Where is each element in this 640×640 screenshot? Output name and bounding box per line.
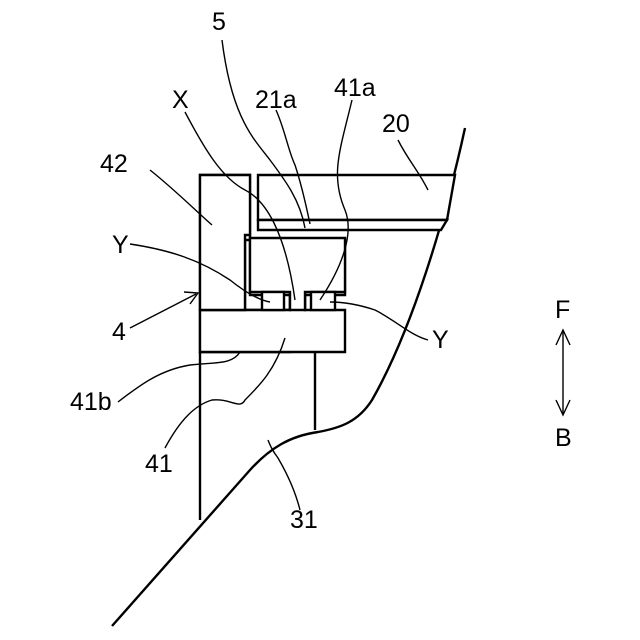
label-5: 5 bbox=[212, 8, 226, 36]
leader-41b bbox=[118, 352, 240, 402]
member-20 bbox=[258, 175, 455, 220]
leader-31 bbox=[268, 440, 300, 510]
label-y-right: Y bbox=[432, 326, 449, 354]
label-21a: 21a bbox=[255, 86, 297, 114]
label-x: X bbox=[172, 86, 189, 114]
label-y-left: Y bbox=[112, 231, 129, 259]
label-41a: 41a bbox=[334, 74, 376, 102]
label-20: 20 bbox=[382, 110, 410, 138]
leader-41 bbox=[165, 338, 285, 448]
label-41b: 41b bbox=[70, 388, 112, 416]
label-b: B bbox=[555, 424, 572, 452]
film-21a bbox=[258, 220, 447, 230]
leader-4 bbox=[130, 294, 196, 328]
label-42: 42 bbox=[100, 150, 128, 178]
arrowhead-4-icon bbox=[184, 292, 198, 304]
label-f: F bbox=[555, 296, 570, 324]
label-31: 31 bbox=[290, 506, 318, 534]
label-41: 41 bbox=[145, 450, 173, 478]
label-4: 4 bbox=[112, 318, 126, 346]
